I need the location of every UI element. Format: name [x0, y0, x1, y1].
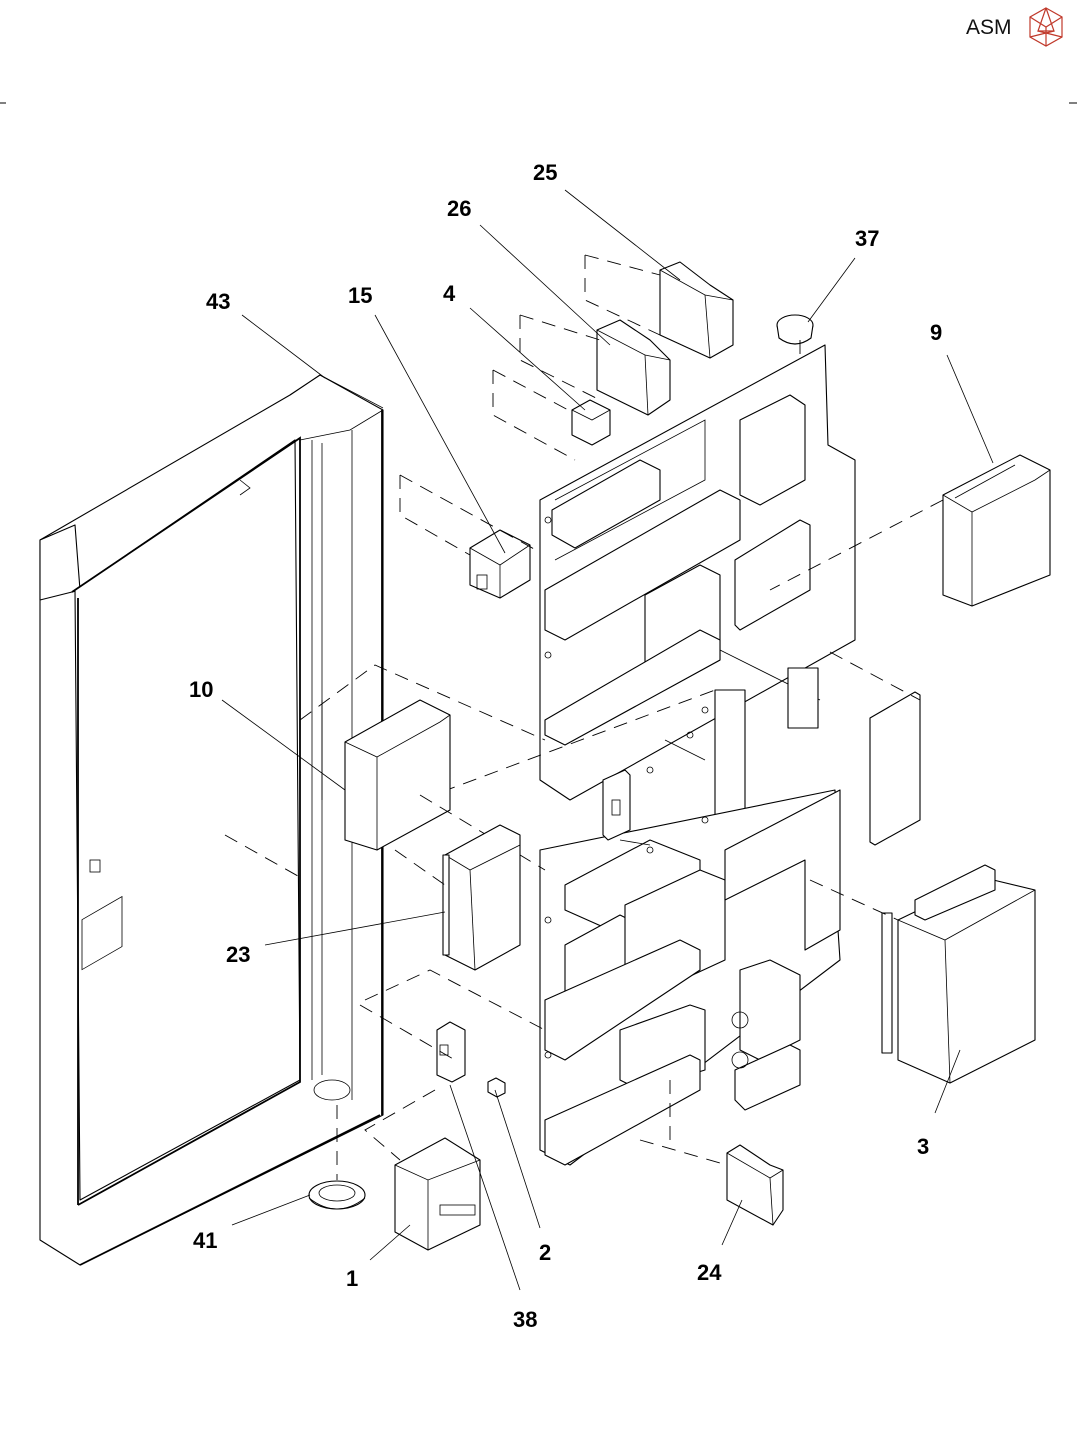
callout-9: 9 [930, 320, 942, 345]
part-26-module [520, 315, 670, 415]
leader-41 [232, 1195, 310, 1225]
callout-41: 41 [193, 1228, 217, 1253]
callout-10: 10 [189, 677, 213, 702]
part-4-terminal-clip [493, 370, 610, 460]
leader-43 [242, 315, 325, 378]
brand-name: ASM [966, 16, 1012, 39]
leader-37 [808, 258, 855, 322]
leader-24 [722, 1200, 742, 1245]
leader-15 [375, 315, 505, 553]
part-43-cabinet-door [40, 375, 383, 1265]
callout-26: 26 [447, 196, 471, 221]
callout-38: 38 [513, 1307, 537, 1332]
callout-25: 25 [533, 160, 557, 185]
part-23-power-supply [395, 825, 520, 970]
main-mounting-plate-lower [540, 790, 840, 1165]
leader-2 [495, 1090, 540, 1228]
callout-43: 43 [206, 289, 230, 314]
part-3-enclosure-box [810, 865, 1035, 1083]
callout-2: 2 [539, 1240, 551, 1265]
leader-9 [947, 355, 993, 463]
part-38-bracket [360, 970, 545, 1082]
callout-1: 1 [346, 1266, 358, 1291]
callout-15: 15 [348, 283, 372, 308]
leader-1 [370, 1225, 410, 1260]
brand-header: ASM [966, 8, 1062, 46]
asm-polyhedron-logo-icon [1030, 8, 1062, 46]
callout-4: 4 [443, 281, 456, 306]
leader-4 [470, 308, 585, 410]
leader-25 [565, 190, 680, 280]
callout-24: 24 [697, 1260, 722, 1285]
leader-26 [480, 225, 610, 345]
callout-23: 23 [226, 942, 250, 967]
callout-37: 37 [855, 226, 879, 251]
callout-3: 3 [917, 1134, 929, 1159]
circuit-board [830, 652, 920, 845]
